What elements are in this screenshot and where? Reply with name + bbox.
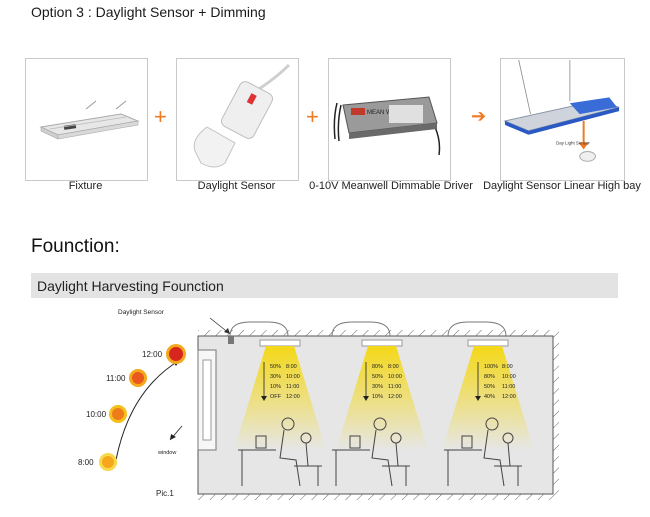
f3-pct-1: 100% (484, 364, 498, 370)
f1-pct-4: OFF (270, 394, 282, 400)
f3-time-2: 10:00 (502, 374, 516, 380)
f1-time-1: 8:00 (286, 364, 297, 370)
sun-8-00: 8:00 (78, 453, 117, 471)
f3-pct-4: 40% (484, 394, 495, 400)
function-title-bar: Daylight Harvesting Founction (31, 273, 618, 298)
f2-pct-4: 10% (372, 394, 383, 400)
fixture-2 (331, 321, 428, 450)
sun-time-10: 10:00 (86, 410, 107, 419)
f1-pct-2: 30% (270, 374, 281, 380)
sun-time-8: 8:00 (78, 458, 94, 467)
f3-time-4: 12:00 (502, 394, 516, 400)
daylight-sensor-image (176, 58, 299, 181)
f2-time-4: 12:00 (388, 394, 402, 400)
sun-time-11: 11:00 (106, 374, 126, 383)
f1-time-2: 10:00 (286, 374, 300, 380)
caption-driver: 0-10V Meanwell Dimmable Driver (309, 180, 473, 192)
f2-time-2: 10:00 (388, 374, 402, 380)
f2-time-3: 11:00 (388, 384, 401, 390)
linear-high-bay-icon: Day Light Sensor (503, 59, 620, 162)
daylight-harvesting-diagram: Daylight Sensor 50% 8:00 30% 10:00 (70, 300, 570, 512)
fixture-1 (228, 321, 326, 450)
driver-icon: MEAN WELL (333, 96, 441, 156)
driver-brand-label: MEAN WELL (367, 110, 403, 116)
caption-fixture: Fixture (68, 180, 103, 192)
f3-pct-2: 80% (484, 374, 495, 380)
linear-high-bay-image: Day Light Sensor (500, 58, 625, 181)
f2-pct-1: 80% (372, 364, 383, 370)
f2-pct-3: 30% (372, 384, 383, 390)
fixture-icon (39, 100, 140, 140)
sun-10-00: 10:00 (86, 405, 127, 423)
f2-time-1: 8:00 (388, 364, 399, 370)
fixture-image (25, 58, 148, 181)
f1-pct-3: 10% (270, 384, 281, 390)
f1-pct-1: 50% (270, 364, 281, 370)
plus-sign: + (154, 104, 167, 129)
caption-daylight-sensor: Daylight Sensor (197, 180, 276, 192)
f3-time-3: 11:00 (502, 384, 515, 390)
driver-image: MEAN WELL (328, 58, 451, 181)
f1-time-4: 12:00 (286, 394, 300, 400)
daylight-sensor-label: Daylight Sensor (118, 309, 165, 316)
f3-time-1: 8:00 (502, 364, 513, 370)
sun-11-00: 11:00 (106, 369, 147, 387)
daylight-sensor-icon (193, 63, 291, 168)
f1-time-3: 11:00 (286, 384, 299, 390)
caption-linear-high-bay: Daylight Sensor Linear High bay (483, 180, 641, 192)
function-title: Daylight Harvesting Founction (37, 278, 224, 294)
window-label: window (157, 450, 176, 456)
plus-sign: + (306, 104, 319, 129)
sun-time-12: 12:00 (142, 350, 163, 359)
option-title: Option 3 : Daylight Sensor + Dimming (31, 4, 266, 20)
arrow-right-icon: ➔ (471, 106, 487, 126)
sun-12-00: 12:00 (142, 344, 186, 364)
pic-label: Pic.1 (156, 489, 174, 498)
sensor-tag-label: Day Light Sensor (556, 141, 590, 146)
fixture-3 (442, 321, 534, 450)
f3-pct-3: 50% (484, 384, 495, 390)
f2-pct-2: 50% (372, 374, 383, 380)
section-heading: Founction: (31, 236, 120, 257)
